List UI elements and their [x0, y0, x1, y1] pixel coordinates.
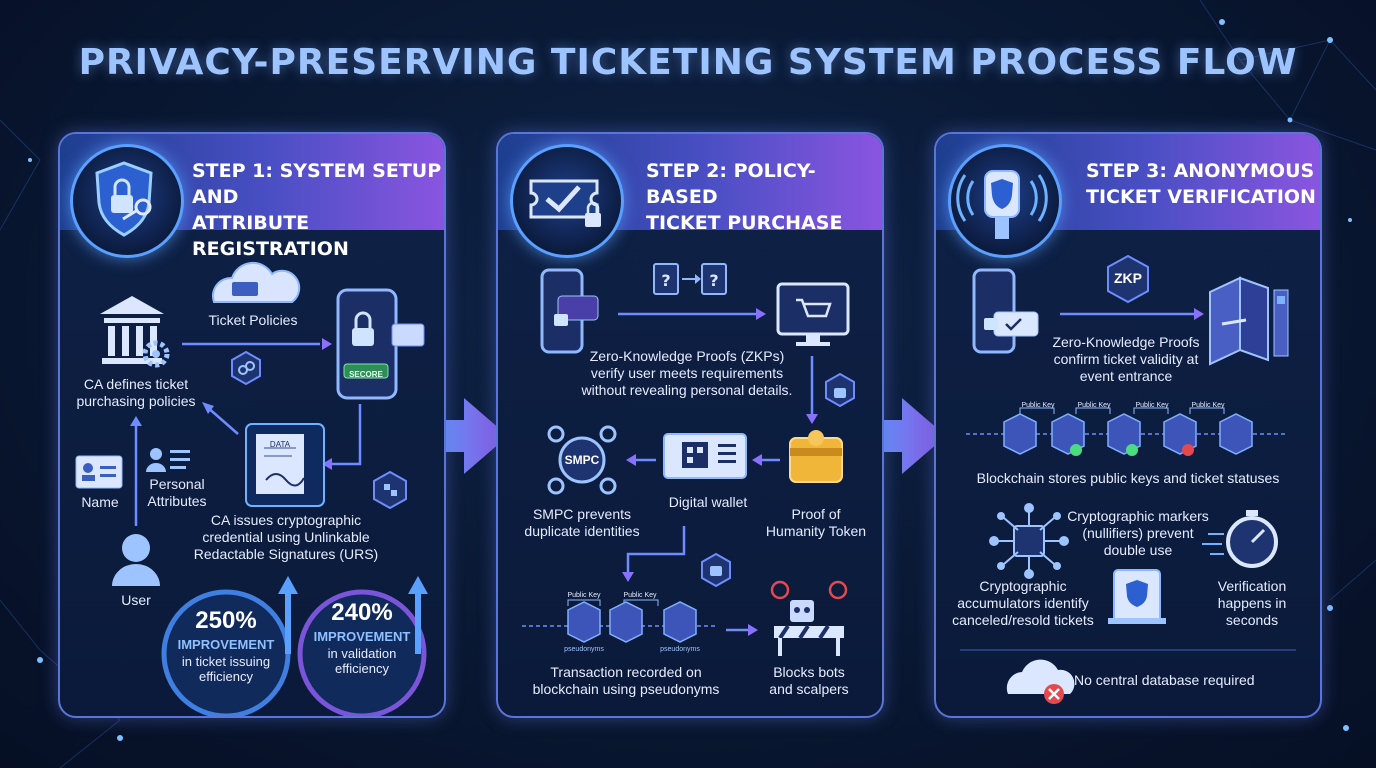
document-signature-icon [245, 423, 325, 507]
data-label: DATA [269, 440, 291, 449]
svg-text:?: ? [709, 271, 718, 290]
stat-circle-2 [297, 576, 428, 716]
stat1-label: IMPROVEMENT [177, 637, 275, 652]
ca-defines-label: CA defines ticket purchasing policies [76, 376, 196, 409]
phone-lock-icon [972, 268, 1039, 354]
stat1-value: 250% [195, 607, 257, 634]
blockchain-chain [966, 407, 1288, 456]
scanner-icon [948, 144, 1062, 258]
padlock-icon [825, 372, 855, 408]
zkp-hex [1107, 254, 1149, 304]
public-key-label: Public Key [1077, 402, 1111, 409]
no-db-text: No central database required [1074, 672, 1255, 688]
smpc-label: SMPC [564, 453, 600, 467]
step3-diagram [960, 254, 1296, 704]
stat2-desc: in validation efficiency [327, 646, 397, 676]
public-key-label: Public Key [1135, 402, 1169, 409]
chip-icon [989, 503, 1069, 579]
padlock-icon [585, 201, 601, 227]
name-label: Name [81, 494, 119, 510]
arrow-right-icon [420, 398, 508, 474]
blocks-bots-text: Blocks bots and scalpers [769, 664, 849, 697]
stopwatch-icon [1202, 510, 1278, 568]
proof-token-label: Proof of Humanity Token [765, 506, 867, 539]
personal-attributes-label: Personal Attributes [147, 476, 207, 509]
blockchain-chain [522, 599, 758, 643]
accumulators-text: Cryptographic accumulators identify canc… [952, 578, 1094, 628]
ticket-policies-label: Ticket Policies [208, 312, 298, 328]
zkp-text: Zero-Knowledge Proofs (ZKPs) verify user… [581, 348, 793, 398]
svg-text:?: ? [661, 271, 670, 290]
id-card-icon [75, 455, 123, 489]
robot-block-icon [770, 580, 848, 656]
user-icon [112, 534, 160, 586]
key-icon [122, 198, 152, 221]
public-key-label: Public Key [567, 592, 601, 599]
secore-label: SECORE [349, 370, 383, 379]
pseudonyms-label: pseudonyms [564, 646, 604, 653]
public-key-label: Public Key [1191, 402, 1225, 409]
wallet-icon [789, 430, 843, 483]
arrow-right-icon [858, 398, 946, 474]
cloud-x-icon [1006, 659, 1075, 704]
stat2-value: 240% [331, 599, 393, 626]
user-label: User [121, 592, 151, 608]
verification-text: Verification happens in seconds [1217, 578, 1287, 628]
stat1-desc: in ticket issuing efficiency [181, 654, 271, 684]
ticket-check-icon [510, 144, 624, 258]
phone-lock-icon [540, 268, 599, 354]
qr-ticket-icon [663, 433, 747, 479]
digital-wallet-label: Digital wallet [668, 494, 748, 510]
stat-circle-1 [161, 576, 298, 716]
question-icon: ? ? [653, 263, 727, 295]
page-title: PRIVACY-PRESERVING TICKETING SYSTEM PROC… [78, 42, 1298, 83]
link-icon [231, 350, 261, 386]
step2-diagram: ? ? [522, 263, 855, 656]
transaction-text: Transaction recorded on blockchain using… [532, 664, 720, 697]
zkp-text: Zero-Knowledge Proofs confirm ticket val… [1052, 334, 1200, 384]
pseudonyms-label: pseudonyms [660, 646, 700, 653]
ca-issues-label: CA issues cryptographic credential using… [193, 512, 379, 562]
step1-diagram [75, 261, 428, 716]
gear-icon [547, 425, 617, 495]
blockchain-text: Blockchain stores public keys and ticket… [976, 470, 1280, 486]
ticket-scan-icon [1108, 569, 1166, 624]
cloud-ticket-icon [211, 261, 301, 303]
markers-text: Cryptographic markers (nullifiers) preve… [1067, 508, 1209, 558]
person-icon [146, 448, 190, 472]
zkp-label: ZKP [1114, 270, 1142, 286]
phone-lock-icon [336, 288, 425, 400]
stat2-label: IMPROVEMENT [313, 629, 411, 644]
padlock-icon [701, 552, 731, 588]
cubes-icon [373, 470, 407, 510]
public-key-label: Public Key [623, 592, 657, 599]
cart-monitor-icon [776, 282, 850, 346]
shield-lock-icon [70, 144, 184, 258]
public-key-label: Public Key [1021, 402, 1055, 409]
gear-icon [142, 340, 170, 368]
turnstile-icon [1209, 276, 1289, 366]
smpc-text: SMPC prevents duplicate identities [524, 506, 640, 539]
